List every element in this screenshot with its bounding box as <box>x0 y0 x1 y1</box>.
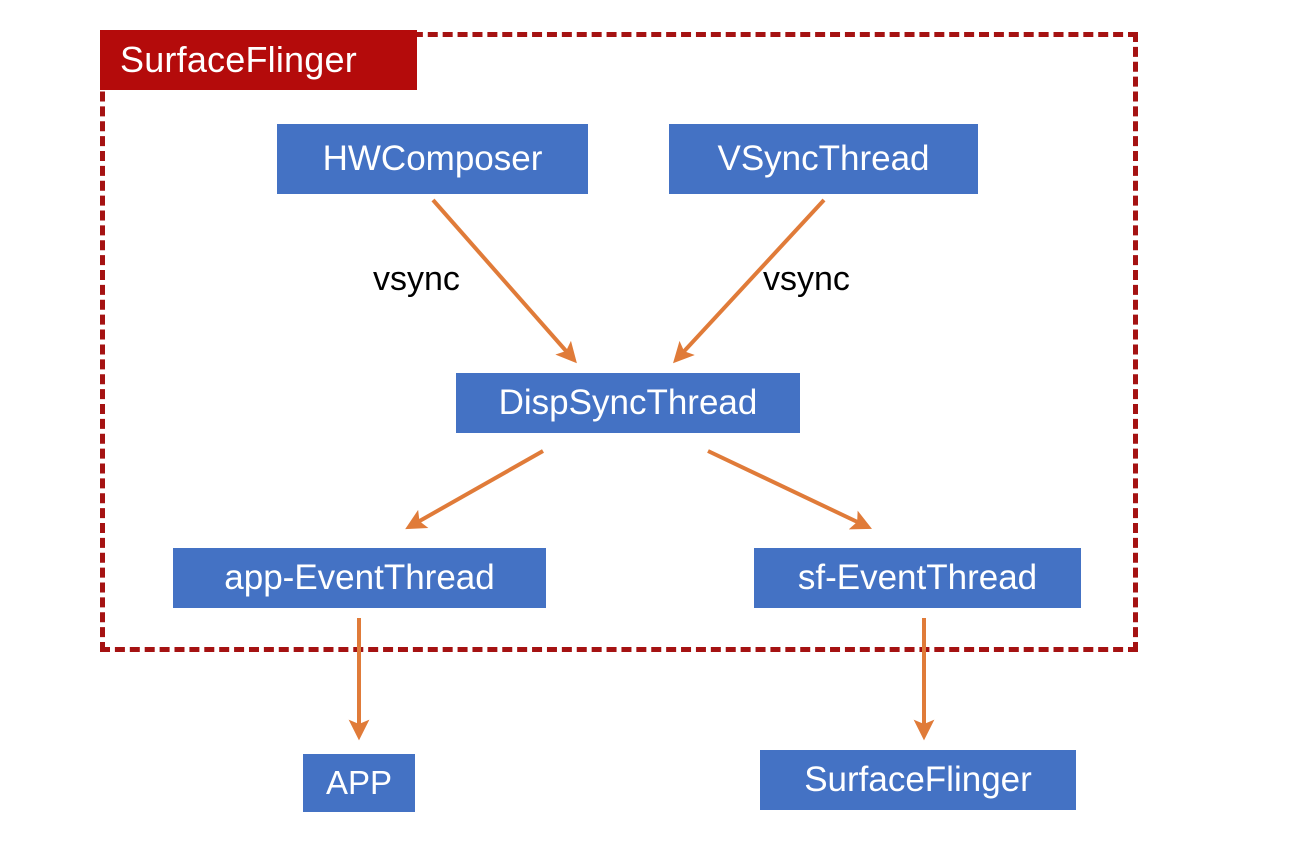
node-surfaceflinger[interactable]: SurfaceFlinger <box>760 750 1076 810</box>
node-hwcomposer[interactable]: HWComposer <box>277 124 588 194</box>
node-dispsyncthread[interactable]: DispSyncThread <box>456 373 800 433</box>
node-app[interactable]: APP <box>303 754 415 812</box>
edge-label-vsync-right: vsync <box>763 260 850 298</box>
node-app-eventthread[interactable]: app-EventThread <box>173 548 546 608</box>
surfaceflinger-process-boundary <box>100 32 1138 652</box>
node-vsyncthread[interactable]: VSyncThread <box>669 124 978 194</box>
edge-label-vsync-left: vsync <box>373 260 460 298</box>
node-sf-eventthread[interactable]: sf-EventThread <box>754 548 1081 608</box>
surfaceflinger-boundary-title: SurfaceFlinger <box>100 30 417 90</box>
